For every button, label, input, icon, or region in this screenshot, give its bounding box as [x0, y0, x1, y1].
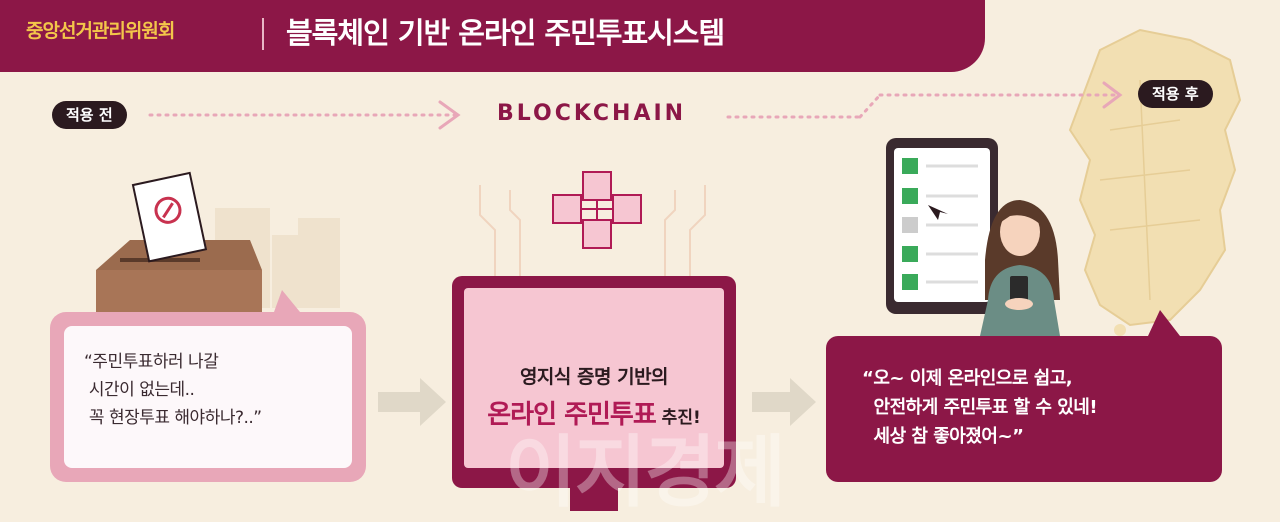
quote-before: “주민투표하러 나갈 시간이 없는데.. 꼭 현장투표 해야하나?..”	[84, 352, 262, 428]
page-title: 블록체인 기반 온라인 주민투표시스템	[286, 16, 725, 50]
quote-after: “오~ 이제 온라인으로 쉽고, 안전하게 주민투표 할 수 있네! 세상 참 …	[862, 368, 1098, 447]
dotted-arrow-left	[148, 100, 461, 130]
online-vote-highlight: 온라인 주민투표	[487, 400, 656, 430]
dotted-arrow-right	[726, 81, 1123, 119]
woman-with-phone-icon	[980, 200, 1060, 336]
blockchain-cubes-icon	[552, 171, 642, 249]
header-bar	[0, 0, 985, 72]
monitor-screen	[464, 288, 724, 468]
flow-arrows	[96, 81, 1180, 426]
speech-tail-before	[274, 290, 300, 312]
online-vote-tail: 추진!	[655, 408, 701, 428]
ballot-paper-icon	[131, 171, 208, 263]
speech-box-after	[826, 336, 1222, 482]
after-label: 적용 후	[1138, 80, 1213, 108]
organization-name: 중앙선거관리위원회	[26, 20, 175, 42]
city-buildings-icon	[215, 208, 340, 308]
online-vote-line: 온라인 주민투표 추진!	[464, 394, 724, 431]
monitor-stand	[570, 488, 618, 511]
arrow-right-icon	[752, 378, 816, 426]
before-label: 적용 전	[52, 101, 127, 129]
blockchain-label: BLOCKCHAIN	[497, 101, 687, 126]
smartphone-checklist-icon	[886, 138, 998, 314]
circuit-lines	[479, 185, 706, 276]
arrow-right-icon	[378, 378, 446, 426]
speech-tail-after	[1148, 310, 1180, 336]
watermark: 이지경제	[505, 428, 786, 518]
header-divider	[262, 18, 264, 50]
zk-proof-line: 영지식 증명 기반의	[519, 366, 669, 388]
speech-box-before-inner	[64, 326, 352, 468]
